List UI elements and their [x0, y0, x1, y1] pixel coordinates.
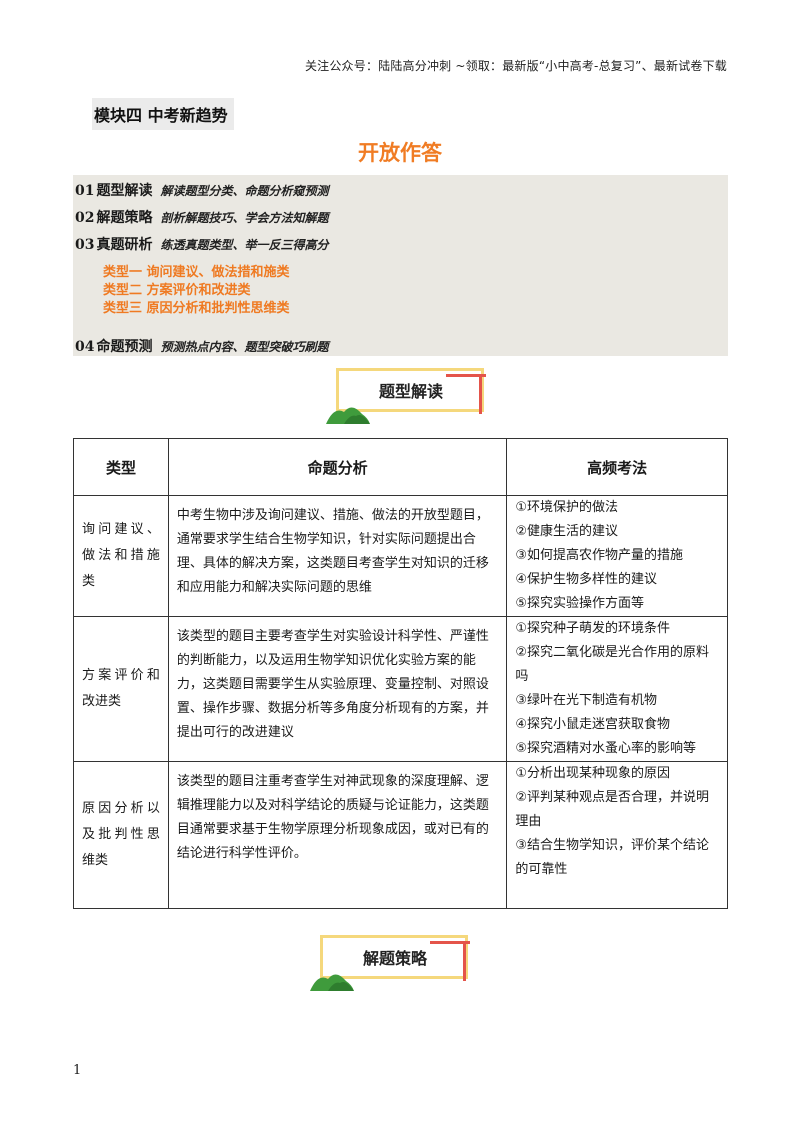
method-item: ①分析出现某种现象的原因	[515, 766, 670, 781]
toc-subitem-1: 类型一 询问建议、做法措和施类	[103, 265, 290, 280]
table-row: 询问建议、做法和措施类 中考生物中涉及询问建议、措施、做法的开放型题目，通常要求…	[73, 495, 728, 617]
row-analysis: 该类型的题目注重考查学生对神武现象的深度理解、逻辑推理能力以及对科学结论的质疑与…	[167, 761, 508, 909]
page-number: 1	[73, 1063, 82, 1078]
method-item: ④探究小鼠走迷宫获取食物	[515, 717, 670, 732]
toc-subitem-2: 类型二 方案评价和改进类	[103, 283, 251, 298]
row-methods: ①分析出现某种现象的原因 ②评判某种观点是否合理，并说明理由 ③结合生物学知识，…	[506, 761, 728, 909]
row-analysis: 该类型的题目主要考查学生对实验设计科学性、严谨性的判断能力，以及运用生物学知识优…	[167, 616, 508, 762]
question-type-table: 类型 命题分析 高频考法 询问建议、做法和措施类 中考生物中涉及询问建议、措施、…	[73, 438, 728, 909]
method-item: ⑤探究实验操作方面等	[515, 596, 644, 611]
row-analysis: 中考生物中涉及询问建议、措施、做法的开放型题目，通常要求学生结合生物学知识，针对…	[167, 495, 508, 617]
header-type: 类型	[73, 438, 169, 496]
row-type: 方案评价和改进类	[73, 616, 169, 762]
header-note: 关注公众号：陆陆高分冲刺 ~领取：最新版“小中高考-总复习”、最新试卷下载	[304, 59, 727, 73]
method-item: ③如何提高农作物产量的措施	[515, 548, 683, 563]
section-badge-type-analysis: 题型解读	[326, 368, 496, 424]
method-item: ①探究种子萌发的环境条件	[515, 621, 670, 636]
table-row: 原因分析以及批判性思维类 该类型的题目注重考查学生对神武现象的深度理解、逻辑推理…	[73, 761, 728, 909]
hill-icon	[310, 974, 354, 991]
section-badge-solving-strategy: 解题策略	[310, 935, 480, 991]
method-item: ④保护生物多样性的建议	[515, 572, 657, 587]
method-item: ②评判某种观点是否合理，并说明理由	[515, 790, 709, 829]
method-item: ⑤探究酒精对水蚤心率的影响等	[515, 741, 696, 756]
row-methods: ①探究种子萌发的环境条件 ②探究二氧化碳是光合作用的原料吗 ③绿叶在光下制造有机…	[506, 616, 728, 762]
header-methods: 高频考法	[506, 438, 728, 496]
method-item: ①环境保护的做法	[515, 500, 618, 515]
table-row: 方案评价和改进类 该类型的题目主要考查学生对实验设计科学性、严谨性的判断能力，以…	[73, 616, 728, 762]
table-header-row: 类型 命题分析 高频考法	[73, 438, 728, 496]
row-methods: ①环境保护的做法 ②健康生活的建议 ③如何提高农作物产量的措施 ④保护生物多样性…	[506, 495, 728, 617]
method-item: ③绿叶在光下制造有机物	[515, 693, 657, 708]
method-item: ②探究二氧化碳是光合作用的原料吗	[515, 645, 709, 684]
method-item: ②健康生活的建议	[515, 524, 618, 539]
header-analysis: 命题分析	[167, 438, 508, 496]
row-type: 询问建议、做法和措施类	[73, 495, 169, 617]
toc-subitem-3: 类型三 原因分析和批判性思维类	[103, 301, 290, 316]
row-type: 原因分析以及批判性思维类	[73, 761, 169, 909]
section-badge-label: 题型解读	[378, 382, 443, 401]
hill-icon	[326, 407, 370, 424]
method-item: ③结合生物学知识，评价某个结论的可靠性	[515, 838, 709, 877]
section-badge-label: 解题策略	[362, 949, 427, 968]
module-title: 模块四 中考新趋势	[92, 98, 234, 130]
page-heading: 开放作答	[358, 141, 442, 165]
